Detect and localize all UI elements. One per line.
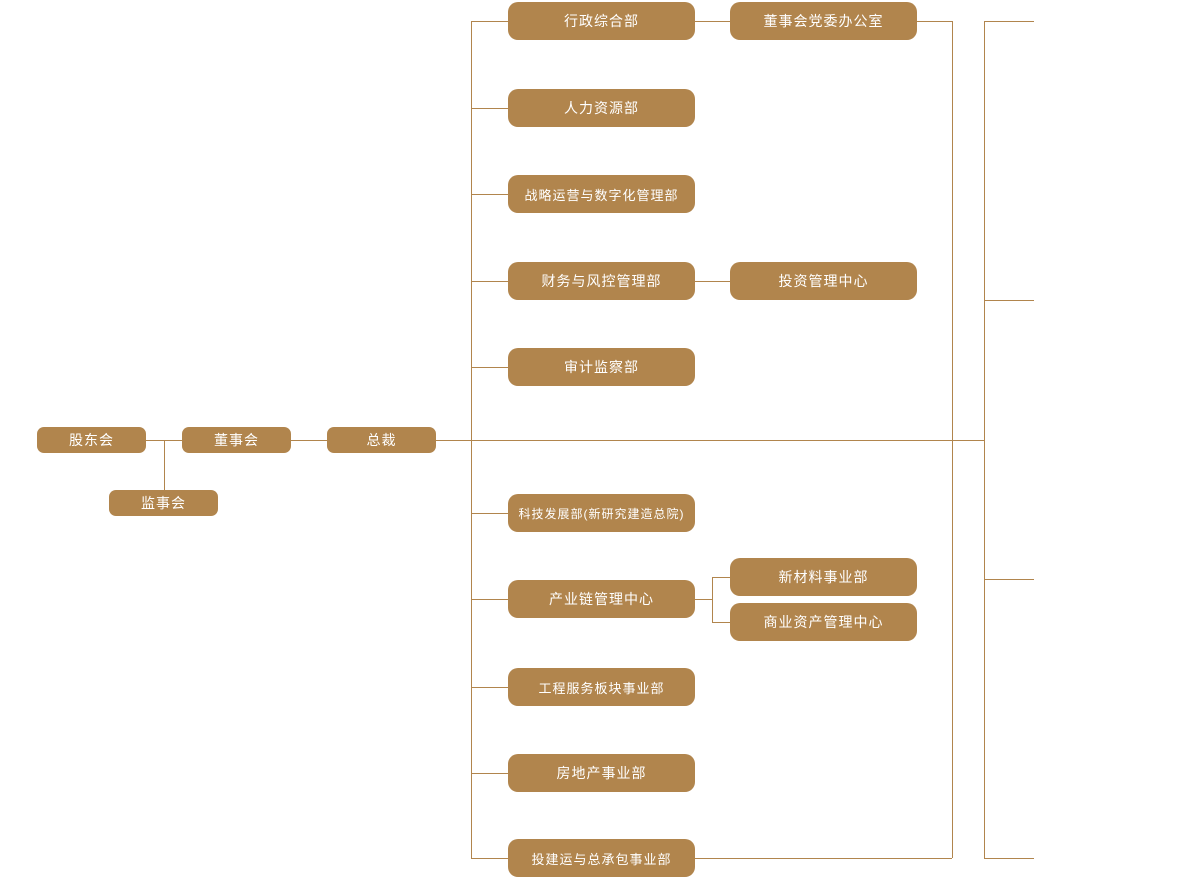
org-node-engineering-services-division: 工程服务板块事业部	[508, 668, 695, 706]
connector-line	[695, 858, 952, 859]
org-node-strategy-ops-digital-dept: 战略运营与数字化管理部	[508, 175, 695, 213]
org-node-board-of-directors: 董事会	[182, 427, 291, 453]
org-node-commercial-asset-mgmt-center: 商业资产管理中心	[730, 603, 917, 641]
connector-line	[164, 440, 165, 490]
connector-line	[471, 194, 508, 195]
org-node-supervisory-board: 监事会	[109, 490, 218, 516]
connector-line	[471, 513, 508, 514]
org-node-real-estate-division: 房地产事业部	[508, 754, 695, 792]
connector-line	[695, 599, 712, 600]
org-node-admin-general-dept: 行政综合部	[508, 2, 695, 40]
connector-line	[471, 773, 508, 774]
connector-line	[471, 599, 508, 600]
connector-line	[984, 21, 1034, 22]
org-node-new-materials-division: 新材料事业部	[730, 558, 917, 596]
connector-line	[471, 858, 508, 859]
connector-line	[695, 21, 730, 22]
org-node-board-party-committee-office: 董事会党委办公室	[730, 2, 917, 40]
connector-line	[695, 281, 730, 282]
connector-line	[984, 858, 1034, 859]
org-node-tech-development-dept: 科技发展部(新研究建造总院)	[508, 494, 695, 532]
connector-line	[984, 579, 1034, 580]
connector-line	[471, 367, 508, 368]
org-node-invest-build-operate-epc-div: 投建运与总承包事业部	[508, 839, 695, 877]
connector-line	[917, 21, 952, 22]
org-node-audit-supervision-dept: 审计监察部	[508, 348, 695, 386]
org-node-finance-risk-control-dept: 财务与风控管理部	[508, 262, 695, 300]
connector-line	[984, 300, 1034, 301]
connector-line	[712, 622, 730, 623]
org-node-investment-management-center: 投资管理中心	[730, 262, 917, 300]
org-node-shareholders-meeting: 股东会	[37, 427, 146, 453]
connector-line	[712, 577, 713, 622]
connector-line	[471, 687, 508, 688]
connector-line	[471, 21, 472, 858]
connector-line	[952, 21, 953, 858]
org-node-president: 总裁	[327, 427, 436, 453]
connector-line	[291, 440, 327, 441]
connector-line	[984, 21, 985, 858]
org-node-human-resources-dept: 人力资源部	[508, 89, 695, 127]
connector-line	[712, 577, 730, 578]
connector-line	[471, 108, 508, 109]
connector-line	[471, 21, 508, 22]
connector-line	[471, 281, 508, 282]
org-node-industry-chain-mgmt-center: 产业链管理中心	[508, 580, 695, 618]
connector-line	[436, 440, 984, 441]
